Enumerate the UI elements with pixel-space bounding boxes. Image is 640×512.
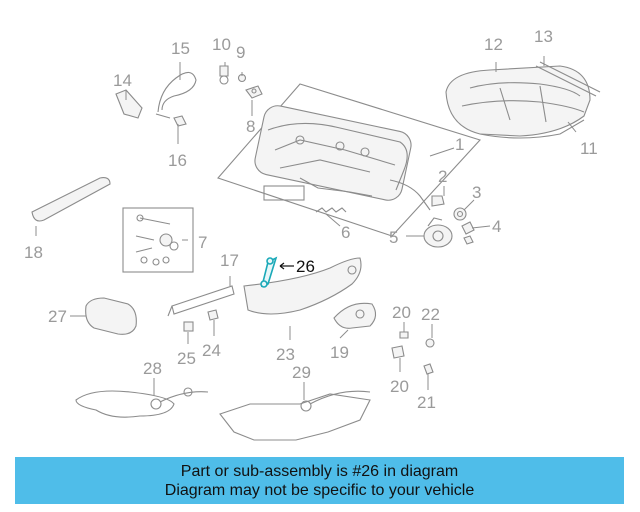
callout-4: 4 [492,217,501,236]
callout-3: 3 [472,183,481,202]
part-23-side-panel[interactable] [243,257,362,315]
part-10-bolt[interactable] [219,65,229,85]
banner-part-text: Part or sub-assembly is #26 in diagram [180,462,459,480]
callout-28: 28 [143,359,162,378]
part-17-rail[interactable] [167,285,235,317]
callout-12: 12 [484,35,503,54]
callout-22: 22 [421,305,440,324]
part-27-armrest-pad[interactable] [85,297,137,335]
part-15-cable[interactable] [155,71,197,119]
callout-17: 17 [220,251,239,270]
callout-13: 13 [534,27,553,46]
callout-20-upper: 20 [392,303,411,322]
part-16-clip[interactable] [173,115,187,127]
callout-11: 11 [580,139,598,158]
callout-7: 7 [198,233,207,252]
part-25-bushing[interactable] [183,321,194,332]
callout-25: 25 [177,349,196,368]
callout-29: 29 [292,363,311,382]
part-11-cushion-pad[interactable] [479,119,585,139]
callout-20-lower: 20 [390,377,409,396]
part-24-screw[interactable] [207,309,219,321]
part-2-bolt[interactable] [431,195,445,207]
part-3-nut[interactable] [453,207,467,221]
callout-14: 14 [113,71,132,90]
callout-8: 8 [246,117,255,136]
part-22-nut[interactable] [425,338,435,348]
callout-21: 21 [417,393,436,412]
part-28-heater[interactable] [75,387,209,418]
part-29-heater[interactable] [219,390,371,441]
part-1-seat-frame[interactable] [217,83,481,237]
part-6-spring[interactable] [315,207,347,213]
callout-19: 19 [330,343,349,362]
callout-26: 26 [296,257,315,276]
callout-9: 9 [236,43,245,62]
part-14-lever[interactable] [115,89,143,119]
part-19-shield[interactable] [333,302,377,329]
callout-18: 18 [24,243,43,262]
part-21-clip[interactable] [423,363,434,375]
part-7-hardware-kit[interactable] [122,207,194,273]
part-20-screw-lower[interactable] [391,345,405,359]
info-banner: Part or sub-assembly is #26 in diagram D… [15,457,624,504]
part-26-bracket[interactable] [260,256,278,288]
callout-1: 1 [455,135,464,154]
callout-16: 16 [168,151,187,170]
parts-diagram: 1 2 3 4 5 6 7 8 9 10 11 12 13 14 15 16 1… [24,27,601,441]
callout-15: 15 [171,39,190,58]
part-8-bracket[interactable] [245,85,263,99]
callout-24: 24 [202,341,221,360]
callout-23: 23 [276,345,295,364]
part-12-seat-cover[interactable] [445,65,591,137]
part-5-recliner[interactable] [423,217,453,248]
callout-27: 27 [48,307,67,326]
part-18-trim[interactable] [31,177,111,222]
callout-10: 10 [212,35,231,54]
callout-5: 5 [389,228,398,247]
part-4-clip[interactable] [461,221,475,245]
part-13-cover-wire[interactable] [535,61,601,97]
callout-6: 6 [341,223,350,242]
callout-2: 2 [438,167,447,186]
banner-disclaimer-text: Diagram may not be specific to your vehi… [164,481,475,499]
part-20-screw-upper[interactable] [399,331,409,339]
